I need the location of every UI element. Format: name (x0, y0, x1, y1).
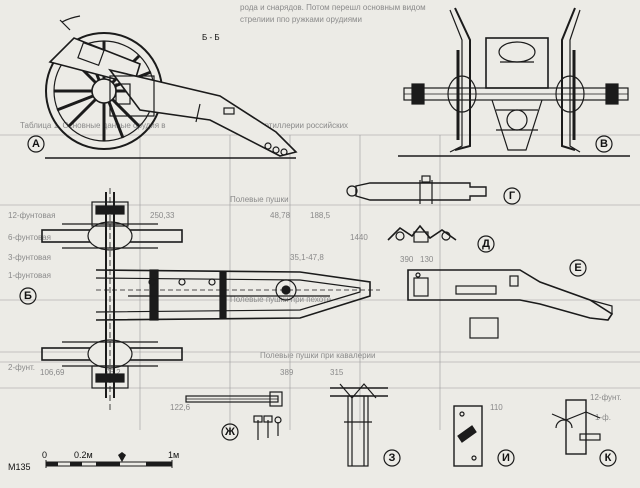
ghost-line-4: артиллерии российских (260, 121, 348, 130)
ghost-col-1: Полевые пушки (230, 195, 289, 204)
detail-z-axle-end (330, 383, 388, 467)
view-a-side-elevation (45, 15, 298, 159)
detail-e-trail (407, 269, 614, 339)
ghost-row-3: 3-фунтовая (8, 253, 51, 262)
figure-labels: А В Г Д Е Б Ж З И К (19, 135, 617, 467)
label-zh: Ж (224, 426, 235, 438)
ghost-num-3: 188,5 (310, 211, 331, 220)
label-z: З (389, 452, 396, 464)
detail-k-latch (551, 399, 601, 455)
label-v: В (600, 138, 608, 150)
section-mark-text: Б - Б (202, 33, 220, 42)
scale-emblem-icon (118, 452, 126, 462)
ghost-num-7: 122,6 (170, 403, 191, 412)
detail-d-bracket (387, 224, 457, 243)
scale-id: М135 (8, 462, 31, 472)
detail-g-barrel (346, 175, 487, 204)
scale-zero: 0 (42, 450, 47, 460)
ghost-col-3: Полевые пушки при кавалерии (260, 351, 375, 360)
label-e: Е (574, 262, 581, 274)
label-a: А (32, 138, 40, 150)
view-b-plan (41, 188, 380, 410)
ghost-num-5: 35,1-47,8 (290, 253, 324, 262)
ghost-num-6: 390 (400, 255, 414, 264)
label-d: Д (482, 238, 490, 250)
scale-mid: 0.2м (74, 450, 93, 460)
label-i: И (502, 452, 510, 464)
ghost-num-1: 250,33 (150, 211, 175, 220)
ghost-row-7: 1-ф. (595, 413, 611, 422)
ghost-line-3: Таблица 1. Основные данные орудия в (20, 121, 166, 130)
ghost-num-8: 106,69 (40, 368, 65, 377)
label-g: Г (509, 190, 516, 202)
scale-bar: М135 0 0.2м 1м (8, 450, 179, 472)
ghost-row-4: 1-фунтовая (8, 271, 51, 280)
label-b: Б (24, 290, 32, 302)
scale-end: 1м (168, 450, 179, 460)
ghost-row-5: 2-фунт. (8, 363, 35, 372)
ghost-row-6: 12-фунт. (590, 393, 621, 402)
ghost-num-10: 389 (280, 368, 294, 377)
ghost-num-13: 110 (490, 403, 503, 412)
ghost-num-2: 48,78 (270, 211, 291, 220)
ghost-num-4: 1440 (350, 233, 368, 242)
ghost-row-1: 12-фунтовая (8, 211, 55, 220)
section-mark: Б - Б (202, 33, 220, 42)
ghost-num-11: 315 (330, 368, 344, 377)
ghost-line-1: рода и снарядов. Потом перешл основным в… (240, 3, 426, 12)
detail-zh-rods (185, 391, 283, 440)
label-k: К (605, 452, 612, 464)
view-b-front-view (398, 7, 630, 157)
ghost-line-2: стрелиии ппо ружками орудиями (240, 15, 362, 24)
ghost-row-2: 6-фунтовая (8, 233, 51, 242)
ghost-col-2: Полевые пушки при пехоте (230, 295, 332, 304)
ghost-num-12: 130 (420, 255, 434, 264)
detail-i-plate (453, 405, 483, 467)
